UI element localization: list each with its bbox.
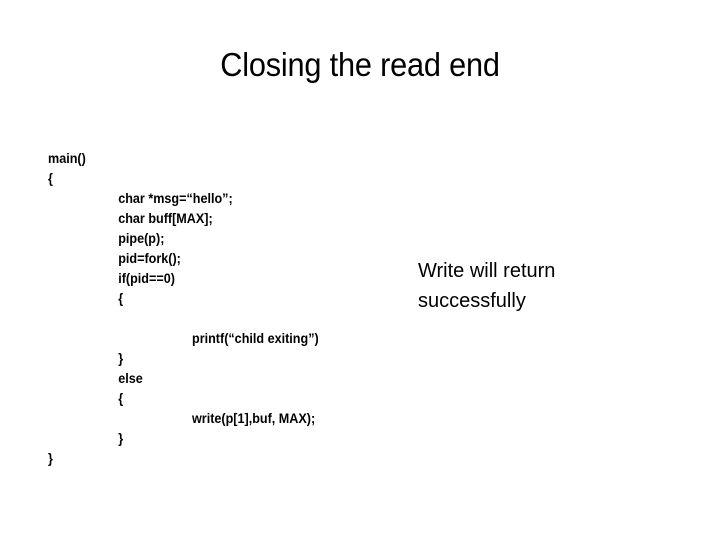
code-line: }: [118, 430, 124, 446]
code-line: char buff[MAX];: [118, 210, 213, 226]
code-line: main(): [48, 150, 86, 166]
code-line: }: [118, 350, 124, 366]
code-line: printf(“child exiting”): [192, 330, 319, 346]
code-line: if(pid==0): [118, 270, 175, 286]
code-line: char *msg=“hello”;: [118, 190, 233, 206]
code-line: pid=fork();: [118, 250, 181, 266]
code-line: {: [48, 170, 53, 186]
code-line: }: [48, 450, 53, 466]
annotation-line: successfully: [418, 290, 526, 312]
annotation-line: Write will return: [418, 260, 556, 282]
code-line: else: [118, 370, 143, 386]
code-line-blank: [48, 308, 354, 328]
annotation-callout: Write will return successfully: [418, 256, 648, 316]
page-title: Closing the read end: [220, 46, 500, 83]
code-listing: main() { char *msg=“hello”; char buff[MAX];…: [48, 148, 388, 468]
code-line: {: [118, 390, 124, 406]
code-line: pipe(p);: [118, 230, 165, 246]
code-line: {: [118, 290, 124, 306]
code-line: write(p[1],buf, MAX);: [192, 410, 316, 426]
